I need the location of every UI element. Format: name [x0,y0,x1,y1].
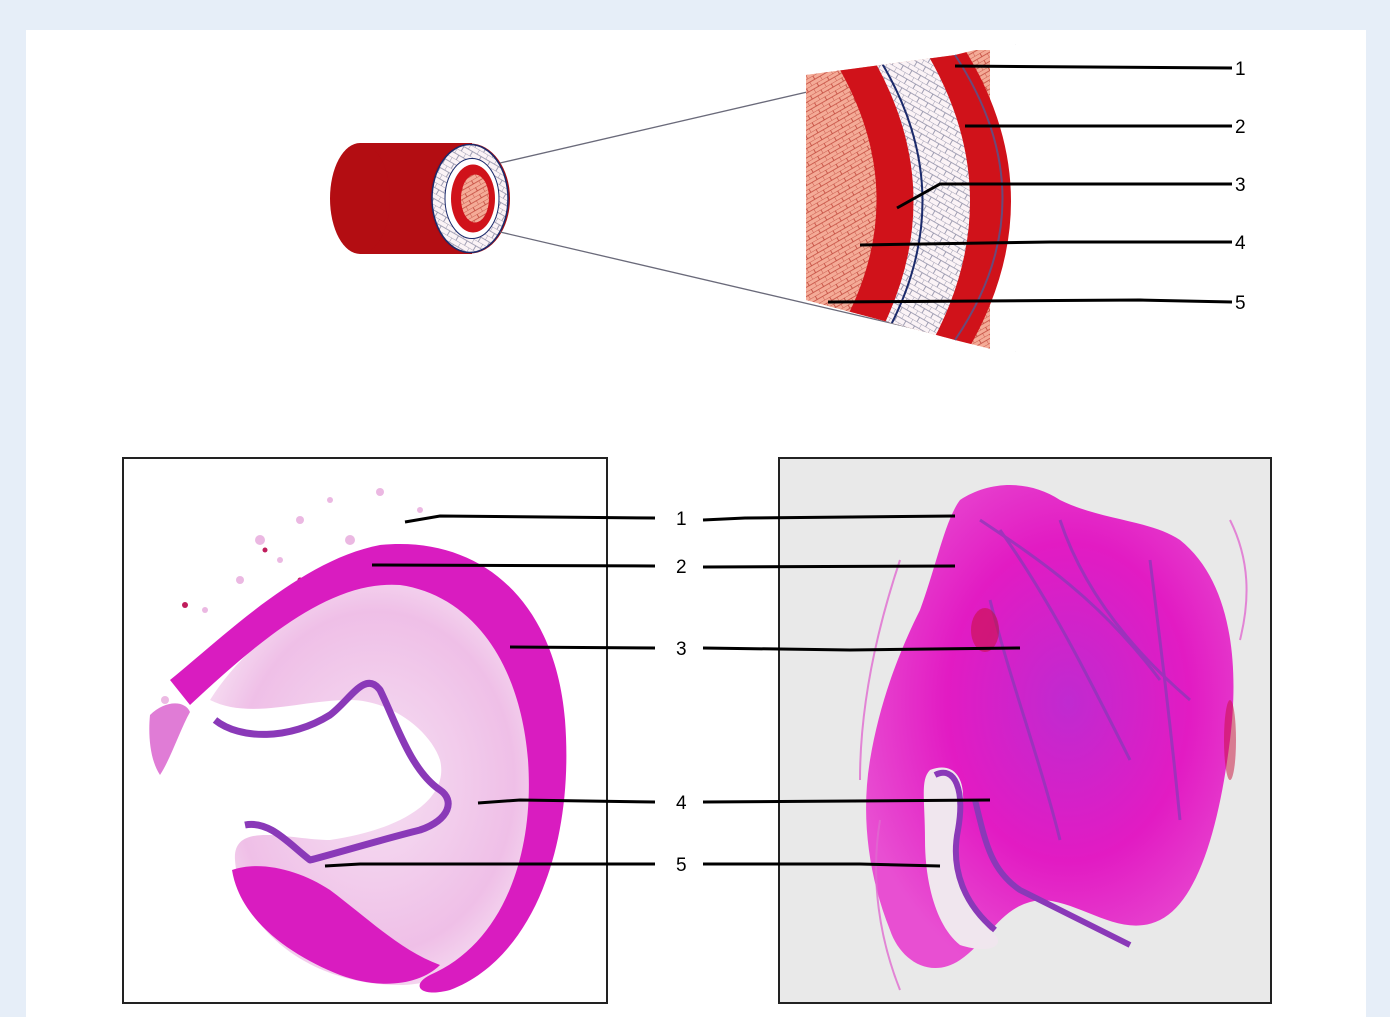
top-label-4: 4 [1235,233,1246,254]
left-label-5: 5 [676,855,687,876]
top-labels: 1 2 3 4 5 [1235,59,1246,314]
left-label-2: 2 [676,557,687,578]
left-histology-panel [123,458,655,1003]
left-label-4: 4 [676,793,687,814]
left-label-3: 3 [676,639,687,660]
top-label-3: 3 [1235,175,1246,196]
top-label-5: 5 [1235,293,1246,314]
top-label-2: 2 [1235,117,1246,138]
vessel-cylinder [330,143,510,254]
left-label-1: 1 [676,509,687,530]
wall-layers-wedge [806,40,1100,360]
right-histology-panel [703,458,1271,1003]
left-labels: 1 2 3 4 5 [676,509,687,876]
top-label-1: 1 [1235,59,1246,80]
figure-canvas: 1 2 3 4 5 [26,30,1366,1017]
